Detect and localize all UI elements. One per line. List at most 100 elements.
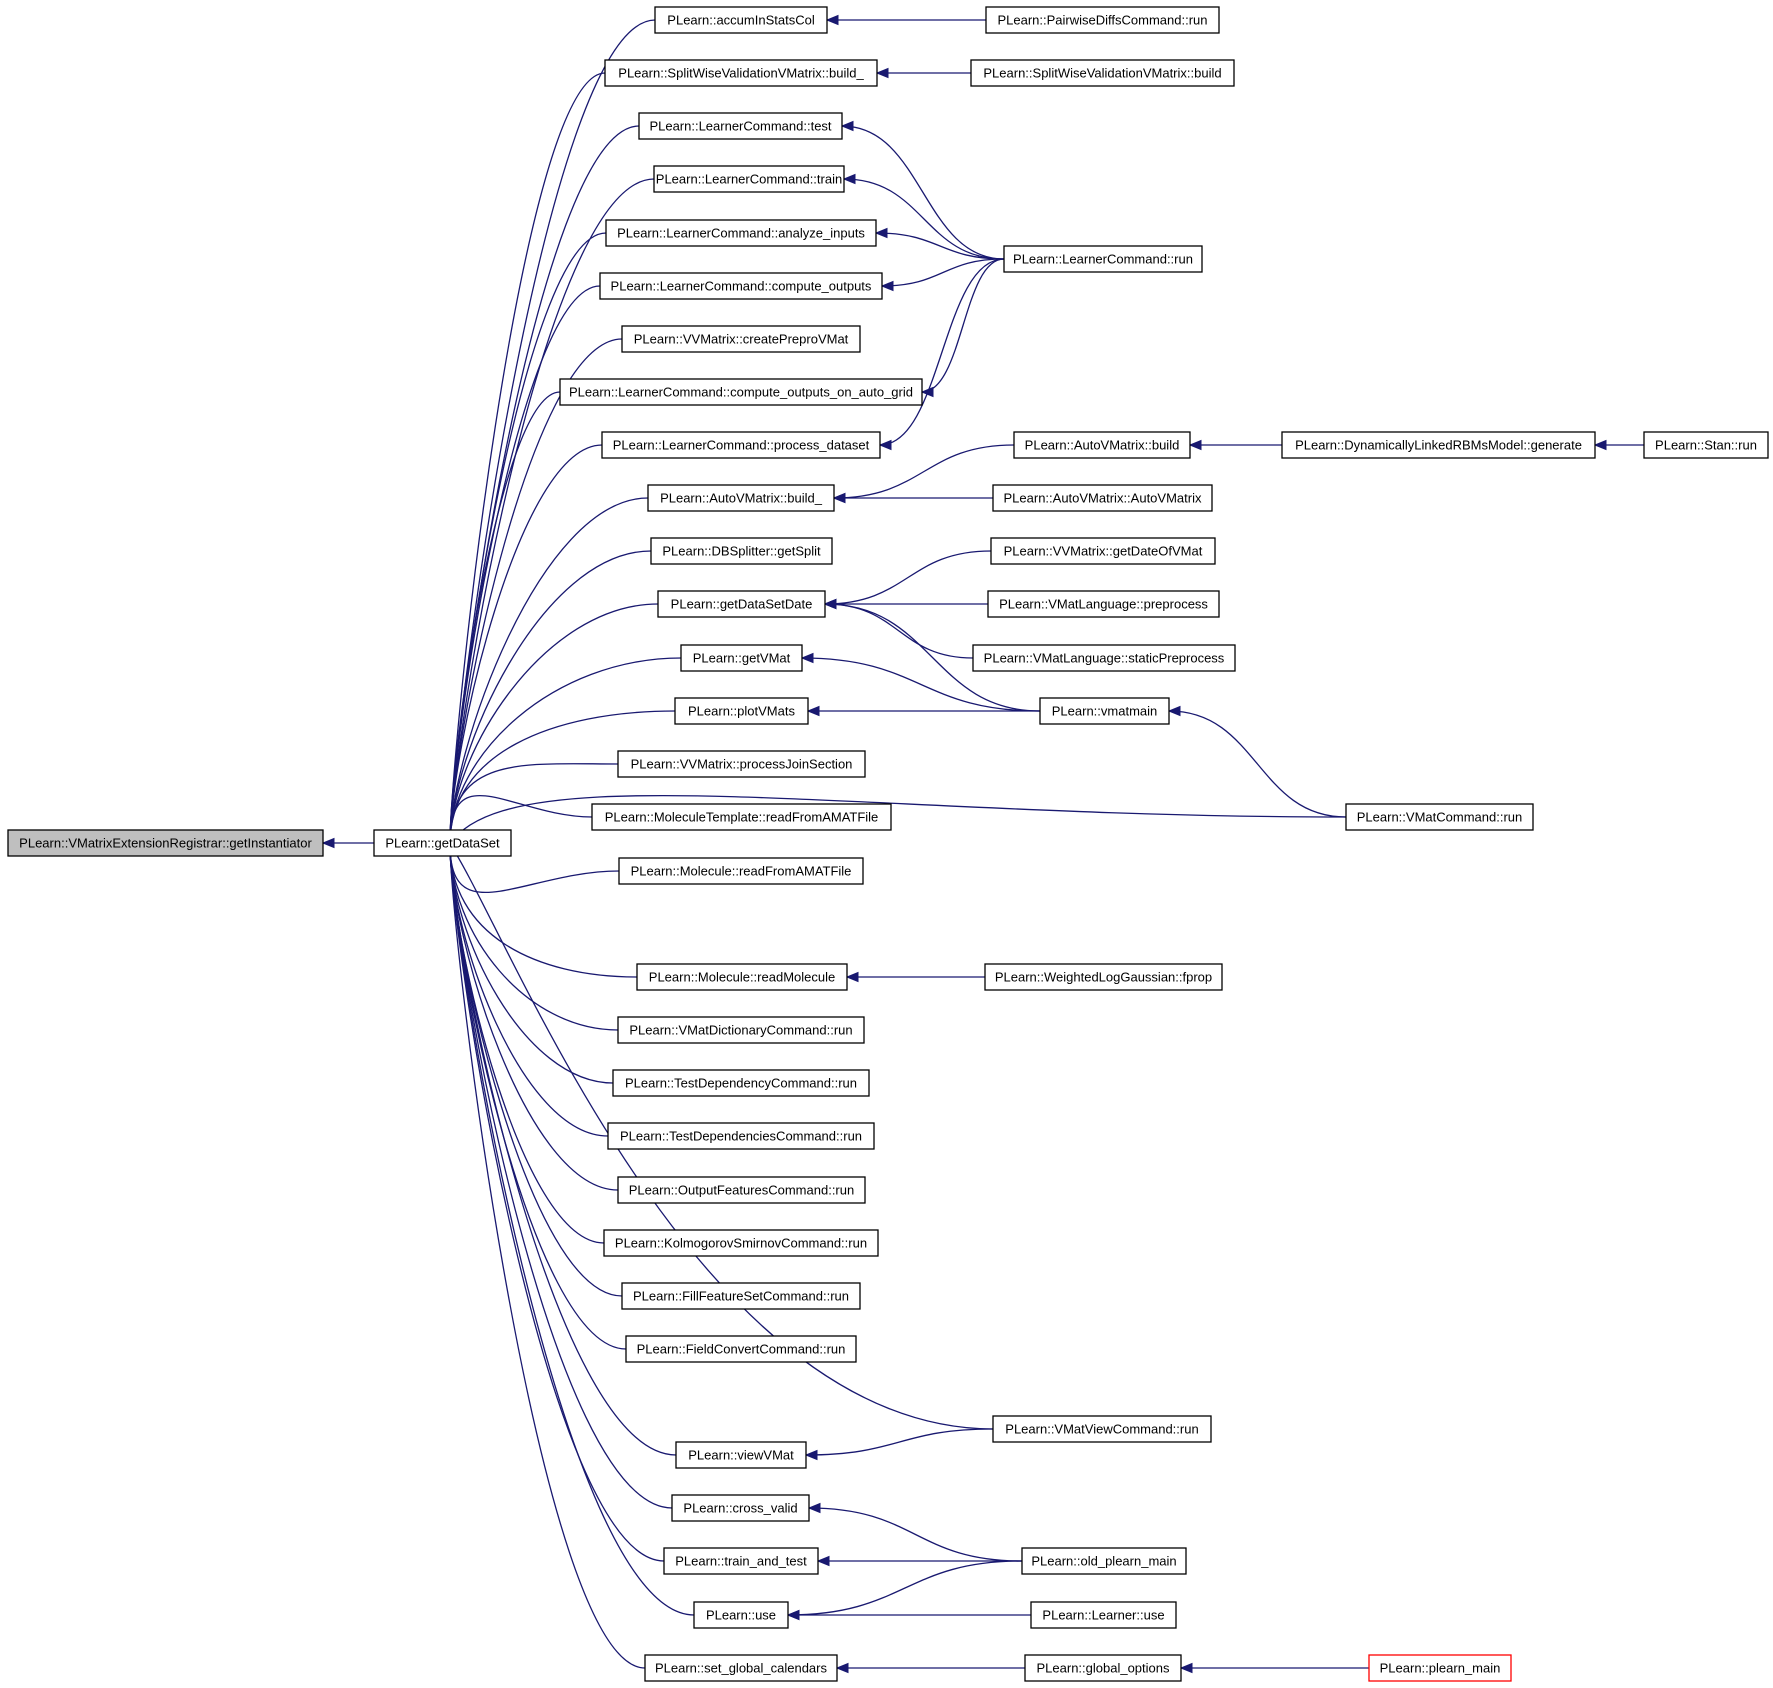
call-edge bbox=[787, 1560, 1023, 1616]
graph-node-lc-compute-grid[interactable]: PLearn::LearnerCommand::compute_outputs_… bbox=[559, 378, 923, 406]
node-box bbox=[1039, 697, 1170, 725]
node-box bbox=[607, 1122, 875, 1150]
node-box bbox=[591, 803, 892, 831]
graph-node-moltpl-read[interactable]: PLearn::MoleculeTemplate::readFromAMATFi… bbox=[591, 803, 892, 831]
graph-node-avm-ctor[interactable]: PLearn::AutoVMatrix::AutoVMatrix bbox=[992, 484, 1213, 512]
graph-node-gdsdate[interactable]: PLearn::getDataSetDate bbox=[657, 590, 826, 618]
graph-node-lc-compute[interactable]: PLearn::LearnerCommand::compute_outputs bbox=[599, 272, 883, 300]
node-box bbox=[992, 1415, 1212, 1443]
node-box bbox=[638, 112, 843, 140]
call-edge bbox=[875, 232, 1005, 260]
graph-node-ks-run[interactable]: PLearn::KolmogorovSmirnovCommand::run bbox=[603, 1229, 879, 1257]
graph-node-plotvmats[interactable]: PLearn::plotVMats bbox=[674, 697, 809, 725]
call-edge bbox=[449, 794, 593, 845]
node-box bbox=[1013, 431, 1191, 459]
graph-node-use[interactable]: PLearn::use bbox=[693, 1601, 789, 1629]
node-box bbox=[1021, 1547, 1187, 1575]
graph-node-crossvalid[interactable]: PLearn::cross_valid bbox=[671, 1494, 810, 1522]
graph-node-dlrbm-gen[interactable]: PLearn::DynamicallyLinkedRBMsModel::gene… bbox=[1281, 431, 1596, 459]
call-edge bbox=[449, 843, 609, 1137]
graph-node-lc-test[interactable]: PLearn::LearnerCommand::test bbox=[638, 112, 843, 140]
graph-node-vvm-join[interactable]: PLearn::VVMatrix::processJoinSection bbox=[617, 750, 866, 778]
node-label: PLearn::TestDependenciesCommand::run bbox=[620, 1129, 862, 1144]
graph-node-lc-analyze[interactable]: PLearn::LearnerCommand::analyze_inputs bbox=[605, 219, 877, 247]
arrowhead bbox=[823, 598, 837, 610]
graph-node-lc-run[interactable]: PLearn::LearnerCommand::run bbox=[1003, 245, 1203, 273]
graph-node-testdeps-run[interactable]: PLearn::TestDependenciesCommand::run bbox=[607, 1122, 875, 1150]
node-label: PLearn::DBSplitter::getSplit bbox=[662, 544, 821, 559]
graph-node-gds[interactable]: PLearn::getDataSet bbox=[373, 829, 512, 857]
arrowhead bbox=[1188, 439, 1202, 451]
call-edge bbox=[449, 794, 1347, 845]
node-label: PLearn::TestDependencyCommand::run bbox=[625, 1076, 857, 1091]
call-edge bbox=[449, 843, 623, 1297]
graph-node-oldplearn[interactable]: PLearn::old_plearn_main bbox=[1021, 1547, 1187, 1575]
node-box bbox=[621, 1282, 861, 1310]
node-label: PLearn::OutputFeaturesCommand::run bbox=[629, 1183, 854, 1198]
call-edge bbox=[805, 1428, 994, 1456]
call-edge bbox=[921, 258, 1005, 393]
graph-node-plearnmain[interactable]: PLearn::plearn_main bbox=[1368, 1654, 1512, 1682]
call-edge bbox=[808, 1507, 1023, 1562]
graph-node-viewvmat[interactable]: PLearn::viewVMat bbox=[675, 1441, 807, 1469]
node-box bbox=[612, 1069, 870, 1097]
graph-node-vmdict-run[interactable]: PLearn::VMatDictionaryCommand::run bbox=[617, 1016, 865, 1044]
graph-node-swv-build[interactable]: PLearn::SplitWiseValidationVMatrix::buil… bbox=[970, 59, 1235, 87]
arrowhead bbox=[804, 1449, 818, 1461]
graph-node-mol-readmol[interactable]: PLearn::Molecule::readMolecule bbox=[636, 963, 848, 991]
node-label: PLearn::AutoVMatrix::build_ bbox=[660, 491, 823, 506]
node-box bbox=[992, 484, 1213, 512]
graph-node-vmatmain[interactable]: PLearn::vmatmain bbox=[1039, 697, 1170, 725]
node-label: PLearn::VMatViewCommand::run bbox=[1005, 1422, 1198, 1437]
node-box bbox=[1030, 1601, 1177, 1629]
node-label: PLearn::MoleculeTemplate::readFromAMATFi… bbox=[605, 810, 879, 825]
graph-node-globalopts[interactable]: PLearn::global_options bbox=[1024, 1654, 1182, 1682]
arrowhead bbox=[878, 439, 892, 451]
graph-node-learner-use[interactable]: PLearn::Learner::use bbox=[1030, 1601, 1177, 1629]
graph-node-vvm-create[interactable]: PLearn::VVMatrix::createPreproVMat bbox=[621, 325, 861, 353]
graph-node-lc-train[interactable]: PLearn::LearnerCommand::train bbox=[653, 165, 845, 193]
node-box bbox=[604, 59, 878, 87]
arrowhead bbox=[321, 837, 335, 849]
node-label: PLearn::getDataSet bbox=[385, 836, 500, 851]
graph-node-fieldconv-run[interactable]: PLearn::FieldConvertCommand::run bbox=[625, 1335, 857, 1363]
graph-node-wlg-fprop[interactable]: PLearn::WeightedLogGaussian::fprop bbox=[984, 963, 1223, 991]
graph-node-vvm-getdate[interactable]: PLearn::VVMatrix::getDateOfVMat bbox=[990, 537, 1216, 565]
node-box bbox=[650, 537, 833, 565]
graph-node-stan-run[interactable]: PLearn::Stan::run bbox=[1643, 431, 1769, 459]
node-box bbox=[1281, 431, 1596, 459]
arrowhead bbox=[1593, 439, 1607, 451]
graph-node-vmview-run[interactable]: PLearn::VMatViewCommand::run bbox=[992, 1415, 1212, 1443]
call-edge bbox=[824, 603, 1041, 712]
graph-node-traintest[interactable]: PLearn::train_and_test bbox=[663, 1547, 819, 1575]
graph-node-fillfeat-run[interactable]: PLearn::FillFeatureSetCommand::run bbox=[621, 1282, 861, 1310]
graph-node-swv-build-[interactable]: PLearn::SplitWiseValidationVMatrix::buil… bbox=[604, 59, 878, 87]
graph-node-dbs-getsplit[interactable]: PLearn::DBSplitter::getSplit bbox=[650, 537, 833, 565]
graph-node-vml-pre[interactable]: PLearn::VMatLanguage::preprocess bbox=[987, 590, 1220, 618]
node-label: PLearn::SplitWiseValidationVMatrix::buil… bbox=[618, 66, 864, 81]
node-box bbox=[1345, 803, 1534, 831]
node-label: PLearn::FillFeatureSetCommand::run bbox=[633, 1289, 849, 1304]
call-edge bbox=[843, 178, 1005, 260]
graph-node-vmcmd-run[interactable]: PLearn::VMatCommand::run bbox=[1345, 803, 1534, 831]
node-label: PLearn::getVMat bbox=[693, 651, 791, 666]
graph-node-accum[interactable]: PLearn::accumInStatsCol bbox=[654, 6, 828, 34]
call-edge bbox=[449, 497, 649, 845]
graph-node-avm-build[interactable]: PLearn::AutoVMatrix::build bbox=[1013, 431, 1191, 459]
graph-node-pwd-run[interactable]: PLearn::PairwiseDiffsCommand::run bbox=[985, 6, 1220, 34]
node-label: PLearn::LearnerCommand::run bbox=[1013, 252, 1193, 267]
graph-node-setcal[interactable]: PLearn::set_global_calendars bbox=[644, 1654, 838, 1682]
graph-node-avm-build-[interactable]: PLearn::AutoVMatrix::build_ bbox=[647, 484, 835, 512]
graph-node-testdep-run[interactable]: PLearn::TestDependencyCommand::run bbox=[612, 1069, 870, 1097]
graph-node-root[interactable]: PLearn::VMatrixExtensionRegistrar::getIn… bbox=[7, 829, 324, 857]
node-label: PLearn::Molecule::readMolecule bbox=[649, 970, 835, 985]
graph-node-outfeat-run[interactable]: PLearn::OutputFeaturesCommand::run bbox=[617, 1176, 866, 1204]
graph-node-vml-static[interactable]: PLearn::VMatLanguage::staticPreprocess bbox=[972, 644, 1236, 672]
graph-node-getvmat[interactable]: PLearn::getVMat bbox=[680, 644, 803, 672]
arrowhead bbox=[875, 67, 889, 79]
graph-node-mol-read[interactable]: PLearn::Molecule::readFromAMATFile bbox=[618, 857, 864, 885]
node-label: PLearn::VMatrixExtensionRegistrar::getIn… bbox=[19, 836, 312, 851]
graph-node-lc-process[interactable]: PLearn::LearnerCommand::process_dataset bbox=[601, 431, 881, 459]
call-edge bbox=[449, 391, 561, 845]
